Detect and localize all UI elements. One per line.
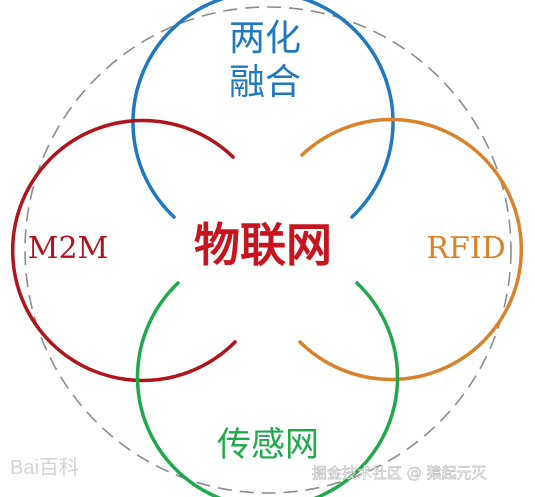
outer-dashed-circle xyxy=(24,6,512,494)
left-ring xyxy=(10,118,237,383)
right-ring xyxy=(298,117,524,382)
label-center: 物联网 xyxy=(194,218,332,272)
label-top-line2: 融合 xyxy=(229,62,301,103)
label-top-line1: 两化 xyxy=(229,18,301,59)
label-right: RFID xyxy=(426,231,505,266)
watermark-juejin: 掘金技术社区 @ 猿起元灭 xyxy=(312,464,487,482)
label-bottom: 传感网 xyxy=(217,425,319,465)
label-left: M2M xyxy=(28,231,109,266)
bottom-ring xyxy=(135,281,400,497)
watermark-baidu: Bai百科 xyxy=(10,456,79,479)
top-ring xyxy=(131,0,395,219)
